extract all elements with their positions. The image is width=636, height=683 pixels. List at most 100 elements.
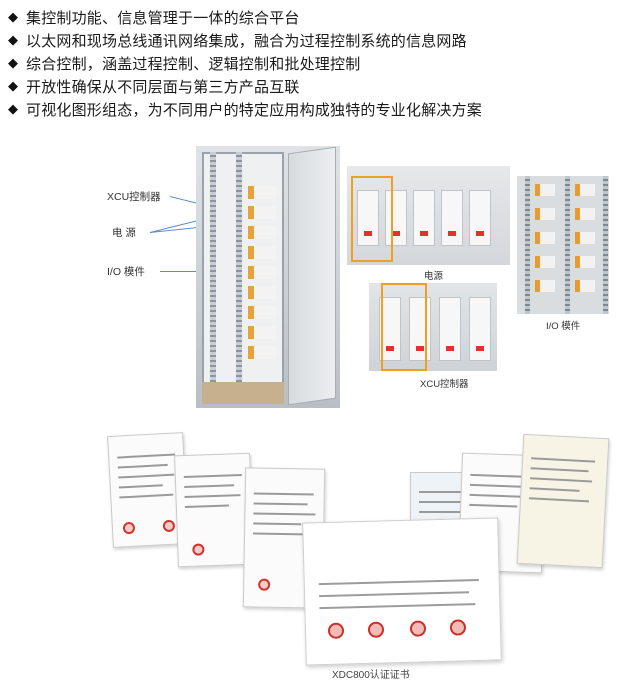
io-rail [603,176,608,314]
text-line [530,477,593,483]
led-icon [476,231,484,236]
led-icon [364,231,372,236]
led-icon [416,346,424,351]
stamp-icon [327,622,345,639]
cabinet-module [248,266,276,279]
io-rail [525,176,530,314]
text-line [319,603,476,610]
certificate-document [516,433,610,569]
io-module [535,232,555,244]
cabinet-module [248,206,276,219]
feature-item: ◆开放性确保从不同层面与第三方产品互联 [8,75,628,98]
io-module [535,256,555,268]
cabinet-module [248,246,276,259]
text-line [319,591,470,598]
io-module [575,184,595,196]
cabinet-door [288,146,336,406]
certificate-document [174,452,254,568]
text-line [529,487,580,492]
text-line [253,512,316,516]
text-line [419,501,477,503]
seal-icon [122,521,136,535]
power-unit [413,190,435,246]
text-line [184,494,241,499]
power-unit [385,190,407,246]
led-icon [446,346,454,351]
feature-item: ◆ 以太网和现场总线通讯网络集成，融合为过程控制系统的信息网路 [8,29,628,52]
text-line [253,522,302,526]
io-module [575,280,595,292]
text-line [184,484,235,489]
xcu-controller-photo [369,283,497,371]
text-line [469,503,518,508]
feature-text: 开放性确保从不同层面与第三方产品互联 [26,78,300,96]
io-module [535,208,555,220]
text-line [531,457,596,463]
diamond-bullet-icon: ◆ [8,10,19,25]
caption-io: I/O 模件 [546,321,581,332]
text-line [419,511,483,513]
io-rail [565,176,570,314]
cabinet-rail [236,152,242,392]
cabinet-module [248,286,276,299]
led-icon [420,231,428,236]
text-line [419,491,485,493]
power-unit [441,190,463,246]
cabinet-label-io: I/O 模件 [107,266,145,278]
xcu-unit [469,297,491,361]
cabinet-rail [210,152,216,392]
io-module [575,256,595,268]
seal-icon [258,578,271,591]
cabinet-label-power: 电 源 [112,227,136,239]
io-module [535,184,555,196]
io-module [575,232,595,244]
text-line [529,497,590,503]
diamond-bullet-icon: ◆ [8,33,19,48]
text-line [118,473,175,479]
feature-text: 综合控制，涵盖过程控制、逻辑控制和批处理控制 [26,55,361,73]
cabinet-module [248,186,276,199]
feature-text: 可视化图形组态，为不同用户的特定应用构成独特的专业化解决方案 [26,101,483,119]
diamond-bullet-icon: ◆ [8,102,19,117]
cabinet-base [202,382,284,404]
certificates-collage: XDC800认证证书 [104,428,616,681]
text-line [469,483,526,488]
xcu-unit [379,297,401,361]
io-module [575,208,595,220]
cabinet-module [248,346,276,359]
seal-icon [192,543,205,556]
text-line [530,467,589,473]
power-modules-photo [347,166,510,265]
stamp-icon [449,619,467,636]
feature-item: ◆ 可视化图形组态，为不同用户的特定应用构成独特的专业化解决方案 [8,98,628,121]
text-line [253,502,308,506]
text-line [118,484,163,489]
feature-item: ◆ 集控制功能、信息管理于一体的综合平台 [8,6,628,29]
cabinet-photo [196,146,340,408]
cabinet-module [248,306,276,319]
led-icon [392,231,400,236]
feature-text: 集控制功能、信息管理于一体的综合平台 [26,9,300,27]
text-line [117,453,176,459]
power-unit [469,190,491,246]
stamp-icon [409,620,427,637]
feature-item: ◆综合控制，涵盖过程控制、逻辑控制和批处理控制 [8,52,628,75]
text-line [253,492,314,496]
text-line [318,578,479,586]
cabinet-module [248,226,276,239]
feature-list: ◆ 集控制功能、信息管理于一体的综合平台 ◆ 以太网和现场总线通讯网络集成，融合为过… [8,6,628,121]
io-module-photo [517,176,609,314]
xcu-unit [439,297,461,361]
stamp-icon [367,621,385,638]
text-line [119,493,174,499]
caption-xcu: XCU控制器 [420,379,469,390]
certificate-caption: XDC800认证证书 [332,670,410,681]
cabinet-module [248,326,276,339]
led-icon [448,231,456,236]
text-line [184,504,229,509]
led-icon [476,346,484,351]
text-line [117,463,168,469]
text-line [183,474,242,479]
feature-text: 以太网和现场总线通讯网络集成，融合为过程控制系统的信息网路 [26,32,467,50]
power-unit [357,190,379,246]
